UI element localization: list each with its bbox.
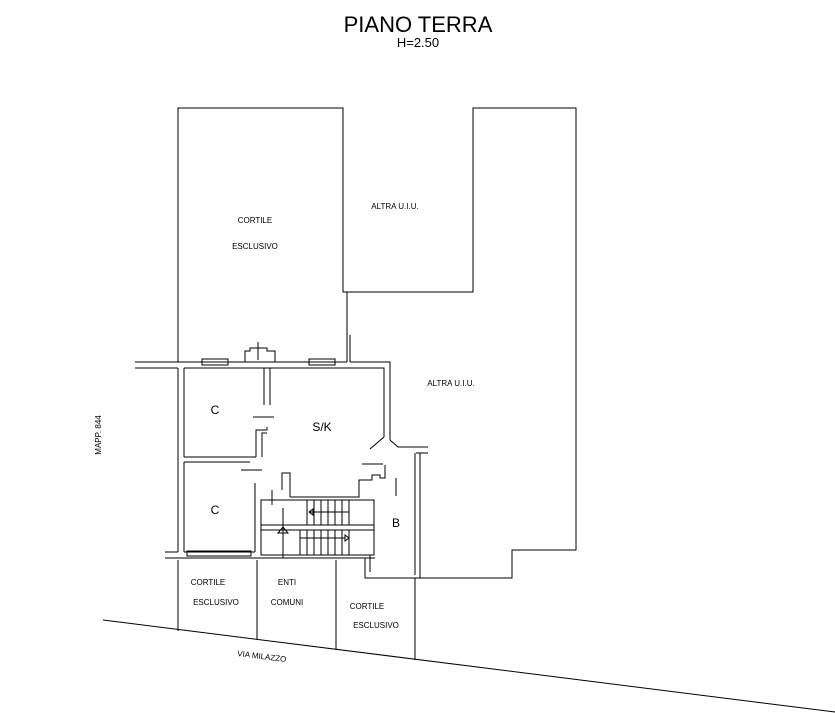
room-c2: C [211, 503, 220, 517]
stairs [271, 490, 350, 558]
street-line [102, 619, 835, 713]
lot-lines [102, 560, 835, 713]
room-c1: C [211, 403, 220, 417]
walls [135, 342, 428, 579]
label-cortile-br-1: CORTILE [350, 602, 385, 611]
height-label: H=2.50 [397, 35, 439, 50]
label-cortile-bl-2: ESCLUSIVO [193, 598, 239, 607]
label-altra-right: ALTRA U.I.U. [427, 379, 474, 388]
room-sk: S/K [312, 420, 331, 434]
label-enti-1: ENTI [278, 578, 296, 587]
label-cortile-br-2: ESCLUSIVO [353, 621, 399, 630]
street-name: VIA MILAZZO [237, 649, 287, 664]
label-cortile-top-1: CORTILE [238, 216, 273, 225]
label-cortile-bl-1: CORTILE [191, 578, 226, 587]
room-b: B [392, 516, 400, 530]
boundaries [177, 107, 577, 579]
label-mapp: MAPP. 844 [94, 415, 103, 455]
plan-title: PIANO TERRA [344, 12, 493, 37]
label-enti-2: COMUNI [271, 598, 303, 607]
label-altra-top: ALTRA U.I.U. [371, 202, 418, 211]
label-cortile-top-2: ESCLUSIVO [232, 242, 278, 251]
